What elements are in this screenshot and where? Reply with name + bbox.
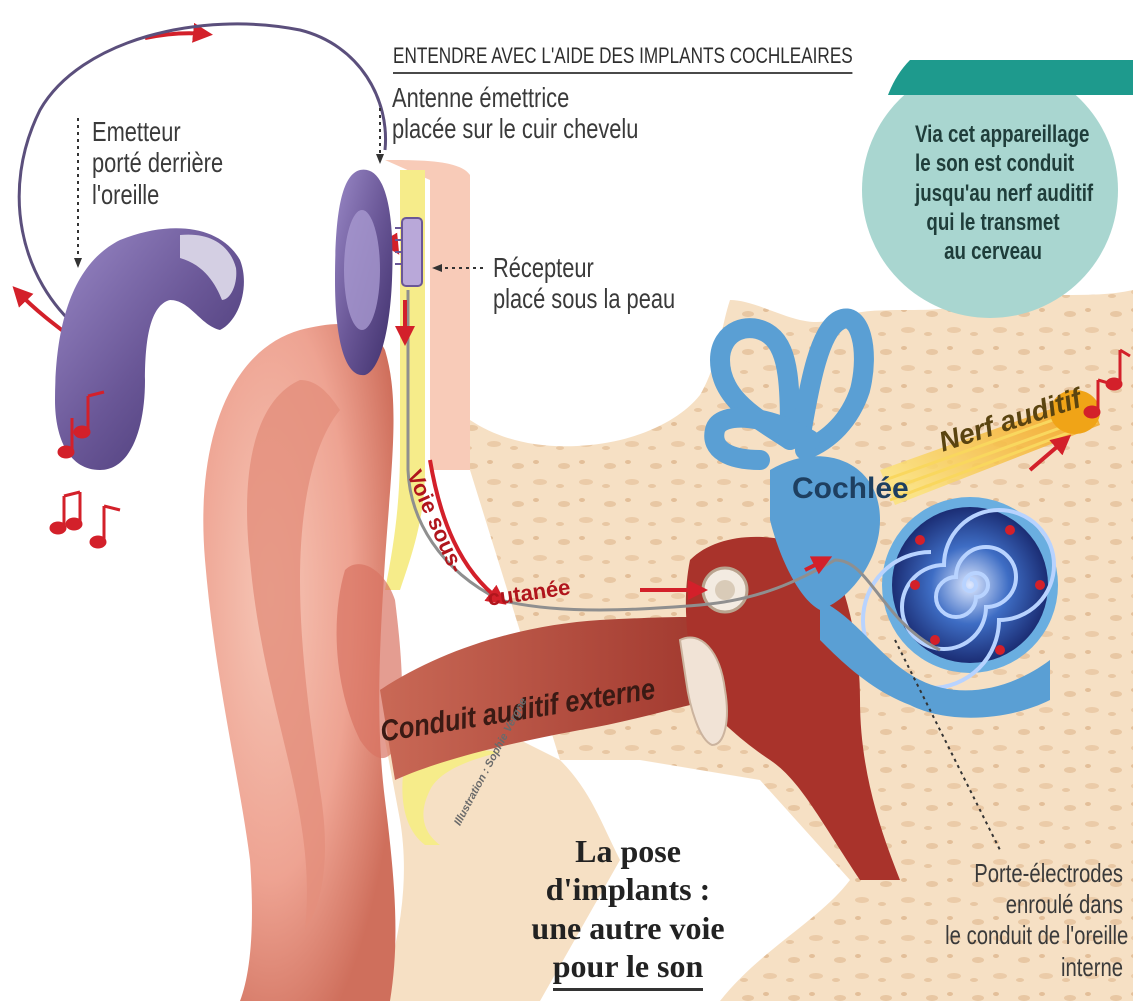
antenna-label-line: Antenne émettrice: [392, 82, 638, 113]
info-box-line: jusqu'au nerf auditif: [915, 179, 1071, 208]
electrodes-label-line: Porte-électrodes: [945, 858, 1123, 889]
electrodes-label-line: enroulé dans: [945, 889, 1123, 920]
headline-line: d'implants :: [488, 870, 768, 908]
antenna-label: Antenne émettrice placée sur le cuir che…: [392, 82, 638, 145]
antenna-label-line: placée sur le cuir chevelu: [392, 113, 638, 144]
electrodes-label-line: le conduit de l'oreille: [945, 920, 1123, 951]
header-title: ENTENDRE AVEC L'AIDE DES IMPLANTS COCHLE…: [393, 44, 853, 74]
electrodes-label-line: interne: [945, 952, 1123, 983]
info-box-line: qui le transmet: [915, 208, 1071, 237]
electrodes-label: Porte-électrodes enroulé dans le conduit…: [895, 858, 1123, 983]
headline-line: une autre voie: [488, 909, 768, 947]
headline: La pose d'implants : une autre voie pour…: [488, 832, 768, 991]
cochlea-label: Cochlée: [792, 472, 909, 506]
info-box-text: Via cet appareillage le son est conduit …: [893, 120, 1093, 266]
info-box-line: Via cet appareillage: [915, 120, 1071, 149]
receiver-label-line: Récepteur: [493, 252, 675, 283]
receiver-label-line: placé sous la peau: [493, 283, 675, 314]
receiver-label: Récepteur placé sous la peau: [493, 252, 675, 315]
skin-layer: [385, 160, 470, 470]
info-box-line: le son est conduit: [915, 149, 1071, 178]
headline-line: pour le son: [553, 947, 704, 990]
emitter-label-line: l'oreille: [92, 179, 223, 210]
emitter-label-line: Emetteur: [92, 116, 223, 147]
emitter-label: Emetteur porté derrière l'oreille: [92, 116, 223, 210]
receiver-implant: [402, 218, 422, 286]
info-box-line: au cerveau: [915, 237, 1071, 266]
headline-line: La pose: [488, 832, 768, 870]
emitter-label-line: porté derrière: [92, 147, 223, 178]
